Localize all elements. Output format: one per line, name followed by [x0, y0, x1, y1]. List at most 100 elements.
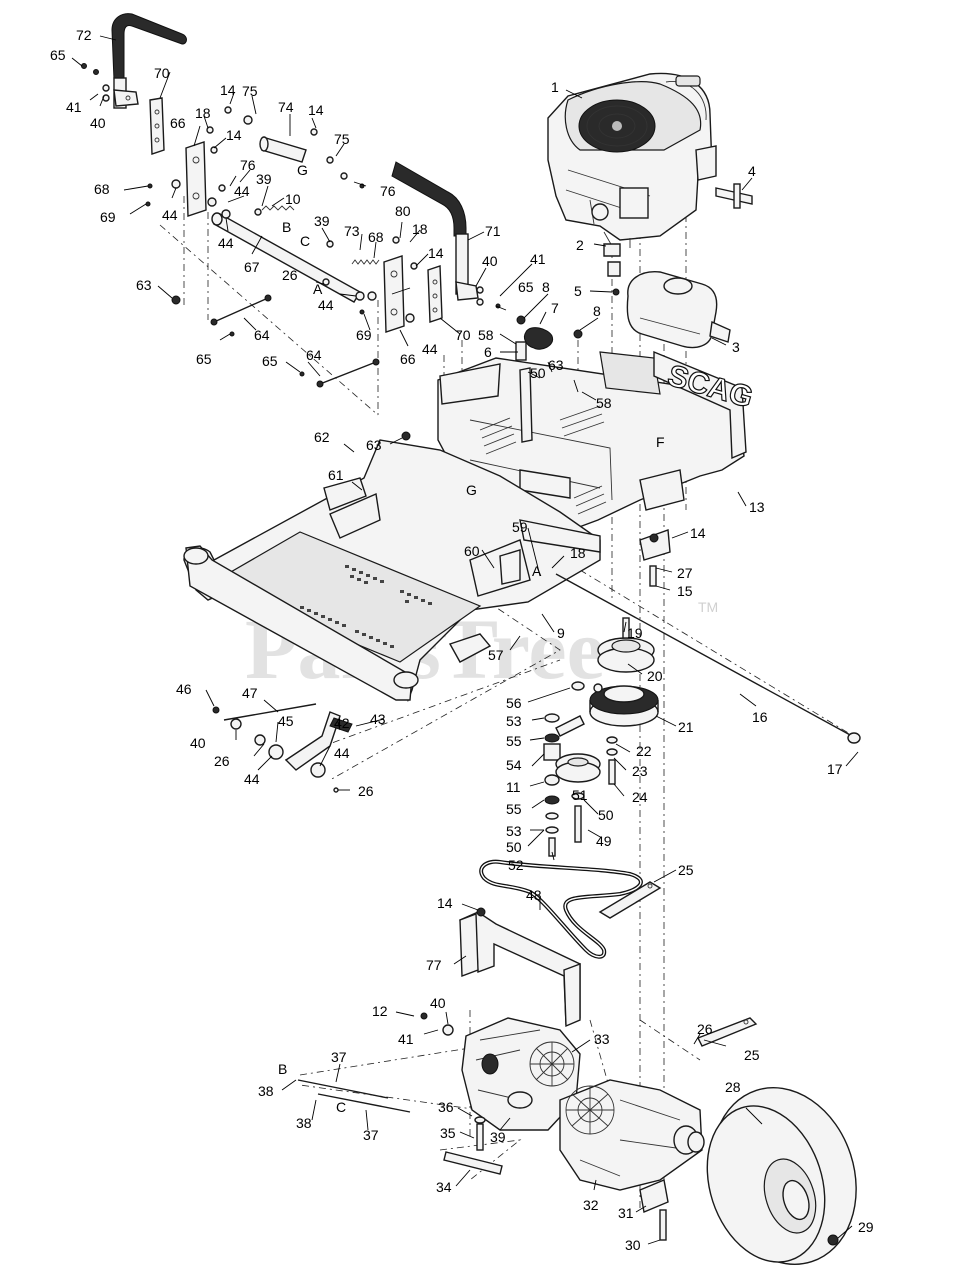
callout-22: 22 [636, 743, 652, 759]
callout-73: 73 [344, 223, 360, 239]
callout-53b: 53 [506, 823, 522, 839]
callout-2: 2 [576, 237, 584, 253]
callout-56: 56 [506, 695, 522, 711]
ref-letter-g-lower: G [466, 482, 477, 498]
callout-21: 21 [678, 719, 694, 735]
hydro-transmission-right [559, 1079, 705, 1191]
electric-clutch [589, 683, 659, 727]
callout-33: 33 [594, 1031, 610, 1047]
callout-16: 16 [752, 709, 768, 725]
callout-54: 54 [506, 757, 522, 773]
callout-68b: 68 [368, 229, 384, 245]
callout-36: 36 [438, 1099, 454, 1115]
axle-bracket [639, 1179, 669, 1241]
callout-41c: 41 [530, 251, 546, 267]
spring-7 [523, 327, 554, 350]
callout-50a: 50 [598, 807, 614, 823]
callout-24: 24 [632, 789, 648, 805]
ref-letter-a-upper: A [313, 281, 323, 297]
callout-57: 57 [488, 647, 504, 663]
callout-34: 34 [436, 1179, 452, 1195]
callout-14c: 14 [308, 102, 324, 118]
callout-40d: 40 [90, 115, 106, 131]
ref-letter-c-lower: C [336, 1099, 346, 1115]
callout-72: 72 [76, 27, 92, 43]
muffler [626, 271, 731, 349]
callout-15: 15 [677, 583, 693, 599]
callout-63a: 63 [136, 277, 152, 293]
linkage-rod-64a [210, 294, 272, 326]
callout-18b: 18 [412, 221, 428, 237]
callout-8b: 8 [593, 303, 601, 319]
callout-70b: 70 [455, 327, 471, 343]
callout-70a: 70 [154, 65, 170, 81]
callout-58b: 58 [596, 395, 612, 411]
callout-14f: 14 [690, 525, 706, 541]
callout-8a: 8 [542, 279, 550, 295]
callout-14a: 14 [437, 895, 453, 911]
strap-25b [697, 1017, 758, 1047]
callout-77: 77 [426, 957, 442, 973]
callout-31: 31 [618, 1205, 634, 1221]
pivot-arm-66a [185, 141, 207, 217]
callout-43: 43 [370, 711, 386, 727]
idler-bolt-49 [571, 792, 585, 843]
callout-69b: 69 [356, 327, 372, 343]
callout-25b: 25 [744, 1047, 760, 1063]
callout-18a: 18 [195, 105, 211, 121]
steering-lever-left [111, 13, 187, 109]
lever-mount-bracket-70b [427, 265, 443, 323]
callout-66b: 66 [400, 351, 416, 367]
callout-68a: 68 [94, 181, 110, 197]
callout-64b: 64 [306, 347, 322, 363]
callout-71: 71 [485, 223, 501, 239]
ref-letter-b-lower: B [278, 1061, 287, 1077]
callout-65d: 65 [518, 279, 534, 295]
callout-41a: 41 [398, 1031, 414, 1047]
control-rod-37a [297, 1079, 389, 1099]
callout-76b: 76 [380, 183, 396, 199]
callout-7: 7 [551, 300, 559, 316]
steering-lever-right [391, 161, 479, 301]
callout-26a: 26 [282, 267, 298, 283]
trans-bolts [420, 1012, 486, 1151]
callout-75b: 75 [334, 131, 350, 147]
callout-39c: 39 [490, 1129, 506, 1145]
callout-35: 35 [440, 1125, 456, 1141]
callout-4: 4 [748, 163, 756, 179]
callout-10: 10 [285, 191, 301, 207]
footplate-grip-holes [300, 565, 432, 648]
callout-30: 30 [625, 1237, 641, 1253]
callout-17: 17 [827, 761, 843, 777]
callout-60: 60 [464, 543, 480, 559]
callout-49: 49 [596, 833, 612, 849]
callout-76a: 76 [240, 157, 256, 173]
callout-55a: 55 [506, 733, 522, 749]
clutch-bolt-hardware [606, 533, 659, 785]
callout-47: 47 [242, 685, 258, 701]
strap-25a [598, 881, 662, 919]
callout-37b: 37 [363, 1127, 379, 1143]
callout-20: 20 [647, 668, 663, 684]
callout-67: 67 [244, 259, 260, 275]
ref-letter-b-upper: B [282, 219, 291, 235]
main-chassis [183, 439, 671, 703]
callout-64a: 64 [254, 327, 270, 343]
callout-44b: 44 [218, 235, 234, 251]
callout-26c: 26 [358, 783, 374, 799]
watermark-tm: TM [698, 599, 718, 615]
callout-40c: 40 [190, 735, 206, 751]
callout-44f: 44 [334, 745, 350, 761]
pivot-arm-66b [383, 255, 405, 333]
callout-18c: 18 [570, 545, 586, 561]
tee-fitting [715, 183, 753, 209]
callout-46: 46 [176, 681, 192, 697]
callout-45: 45 [278, 713, 294, 729]
callout-44g: 44 [244, 771, 260, 787]
callout-6: 6 [484, 344, 492, 360]
reference-letters: A A B B C C F G G [278, 162, 665, 1115]
callout-62: 62 [314, 429, 330, 445]
callout-55b: 55 [506, 801, 522, 817]
callout-65c: 65 [262, 353, 278, 369]
callout-38b: 38 [296, 1115, 312, 1131]
